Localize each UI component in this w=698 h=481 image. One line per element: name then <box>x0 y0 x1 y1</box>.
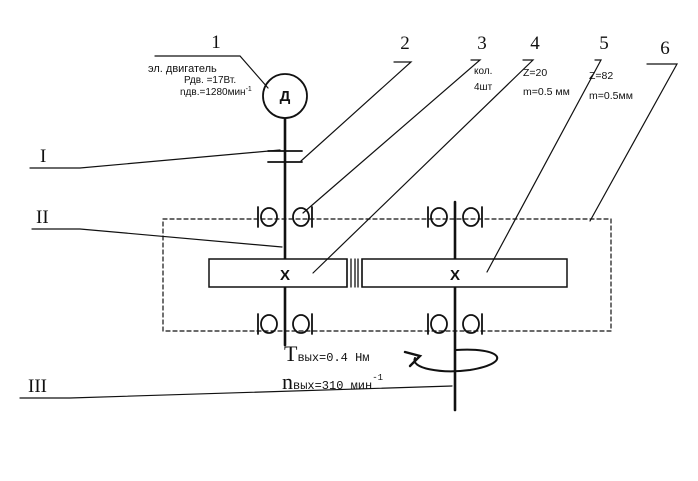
callout-4: 4 <box>530 33 540 54</box>
gear-small-module: m=0.5 мм <box>523 86 570 98</box>
output-speed: nвых=310 мин-1 <box>282 369 383 394</box>
callout-1: 1 <box>211 32 221 53</box>
callout-5: 5 <box>599 33 609 54</box>
gear-small <box>208 258 348 288</box>
shaft-label-II: II <box>36 207 49 228</box>
bearing-output-bottom <box>427 313 483 335</box>
motor-title: эл. двигатель <box>148 63 217 75</box>
gear-large <box>361 258 568 288</box>
callout-2: 2 <box>400 33 410 54</box>
gear-large-module: m=0.5мм <box>589 90 633 102</box>
shaft-label-I: I <box>40 146 46 167</box>
gear-small-mark: X <box>280 267 290 284</box>
callout-6: 6 <box>660 38 670 59</box>
motor-symbol: Д <box>280 88 291 105</box>
bearings-note-line2: 4шт <box>474 82 493 93</box>
leader-lines <box>19 55 679 399</box>
housing-outline <box>162 218 612 332</box>
motor-speed: nдв.=1280мин-1 <box>180 86 252 98</box>
gear-large-mark: X <box>450 267 460 284</box>
output-torque: Tвых=0.4 Нм <box>284 341 369 366</box>
gear-mesh <box>346 258 363 288</box>
bearing-output-top <box>427 206 483 228</box>
callout-3: 3 <box>477 33 487 54</box>
motor-power: Рдв. =17Вт. <box>184 75 236 86</box>
shaft-label-III: III <box>28 376 47 397</box>
gear-large-teeth: Z=82 <box>589 70 613 82</box>
rotation-arrow <box>403 348 499 373</box>
bearings-note-line1: кол. <box>474 66 492 77</box>
bearing-input-bottom <box>257 313 313 335</box>
motor-circle <box>262 73 308 119</box>
bearing-input-top <box>257 206 313 228</box>
gear-small-teeth: Z=20 <box>523 67 547 79</box>
